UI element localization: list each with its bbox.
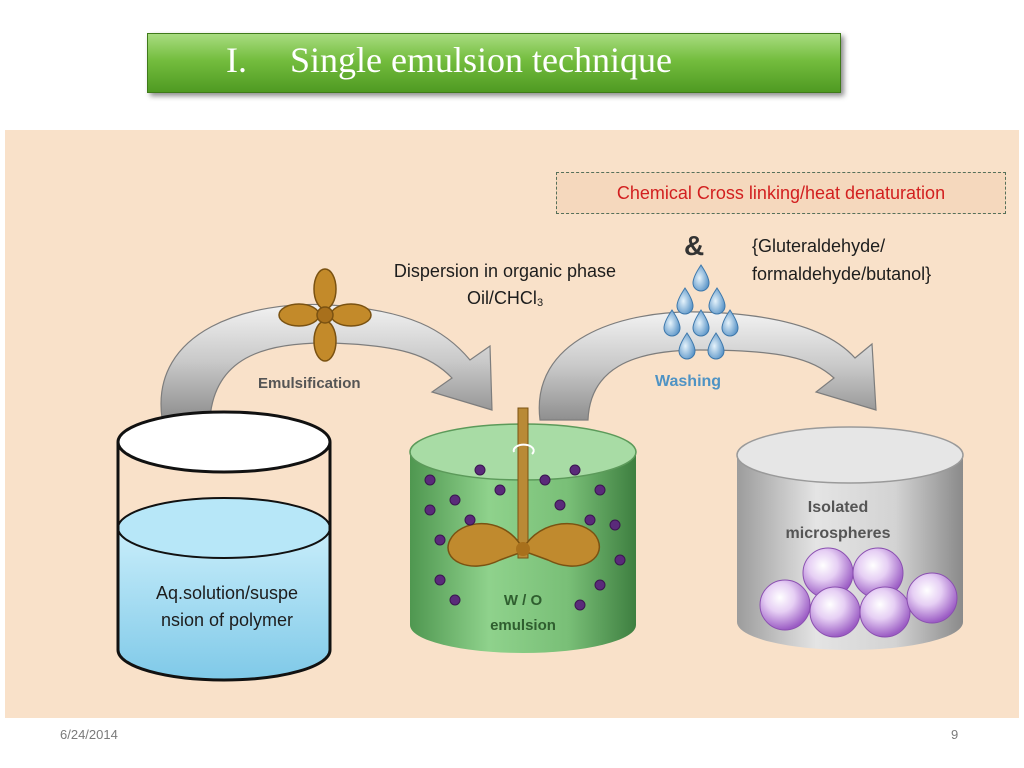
- aqueous-beaker: [116, 410, 332, 682]
- title-banner: I. Single emulsion technique: [147, 33, 841, 93]
- slide-page-number: 9: [951, 727, 959, 742]
- slide-date: 6/24/2014: [60, 727, 118, 742]
- dispersion-formula-subscript: 3: [536, 297, 544, 309]
- ampersand-symbol: &: [684, 230, 704, 261]
- dispersion-label: Dispersion in organic phase Oil/CHCl3: [355, 258, 655, 317]
- reagents-label: {Gluteraldehyde/ formaldehyde/butanol}: [752, 232, 931, 288]
- reagents-line-1: {Gluteraldehyde/: [752, 236, 886, 256]
- crosslinking-label: Chemical Cross linking/heat denaturation: [556, 172, 1006, 214]
- emulsification-label: Emulsification: [258, 375, 361, 392]
- isolated-label-line2: microspheres: [786, 525, 891, 542]
- dispersion-formula: Oil/CHCl: [466, 288, 537, 308]
- title-text: Single emulsion technique: [290, 40, 672, 80]
- dispersion-line-1: Dispersion in organic phase: [393, 261, 617, 281]
- slide-title: I. Single emulsion technique: [226, 39, 672, 81]
- aqueous-label-line-2: nsion of polymer: [160, 610, 294, 630]
- washing-label: Washing: [655, 373, 721, 390]
- emulsion-label-line2: emulsion: [490, 617, 556, 634]
- isolated-label-line1: Isolated: [808, 499, 868, 516]
- water-drops-icon: [663, 264, 739, 360]
- washing-arrow: [538, 311, 877, 421]
- title-number: I.: [226, 40, 247, 80]
- emulsion-cylinder: [409, 407, 637, 653]
- propeller-icon: [278, 268, 372, 362]
- reagents-line-2: formaldehyde/butanol}: [752, 264, 932, 284]
- emulsification-arrow: [160, 303, 493, 419]
- aqueous-label: Aq.solution/suspe nsion of polymer: [124, 580, 330, 634]
- aqueous-label-line-1: Aq.solution/suspe: [155, 583, 299, 603]
- microspheres-cylinder: [736, 426, 964, 650]
- emulsion-label-line1: W / O: [504, 592, 543, 609]
- dispersion-line-2: Oil/CHCl3: [355, 285, 655, 317]
